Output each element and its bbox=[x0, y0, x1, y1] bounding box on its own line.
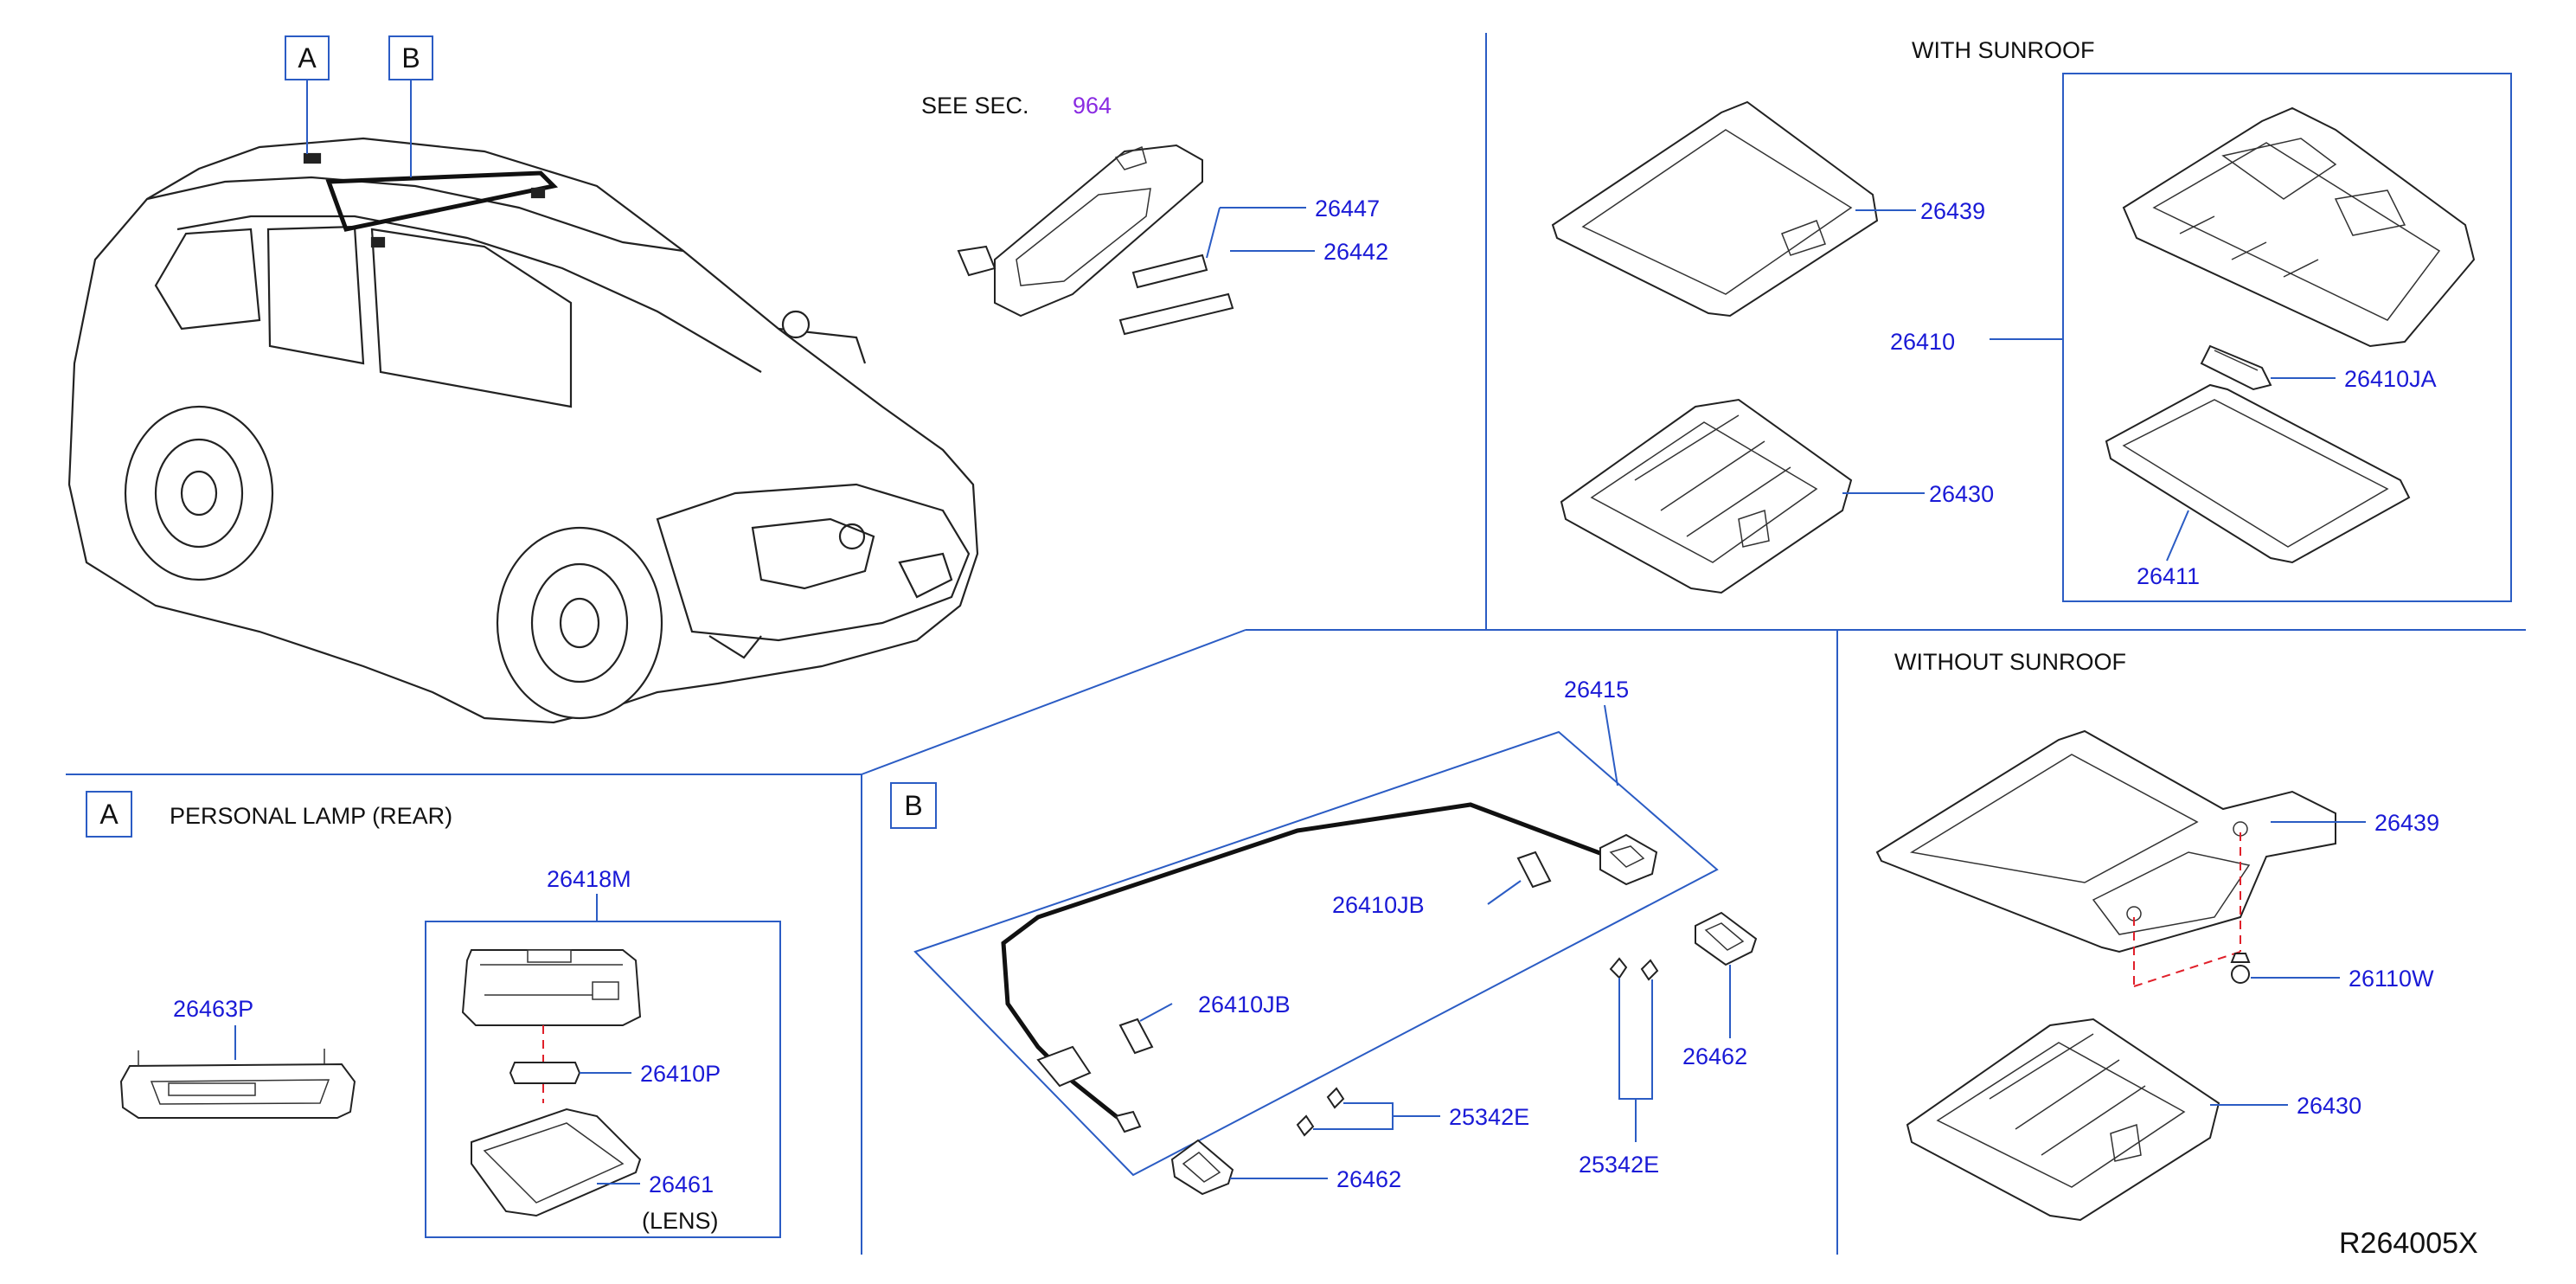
console-26430-bottom-drawing bbox=[1906, 1018, 2220, 1222]
frame-26439-bottom-drawing bbox=[1875, 729, 2336, 953]
harness-26415-drawing bbox=[1001, 802, 1658, 1133]
part-26410[interactable]: 26410 bbox=[1890, 329, 1955, 355]
see-sec-number[interactable]: 964 bbox=[1073, 93, 1112, 119]
part-26447[interactable]: 26447 bbox=[1315, 196, 1380, 221]
part-26430-top[interactable]: 26430 bbox=[1929, 481, 1994, 507]
detail-tag-b-panel-text: B bbox=[904, 790, 922, 821]
vehicle-illustration bbox=[67, 137, 979, 724]
with-sunroof-heading: WITH SUNROOF bbox=[1912, 37, 2094, 63]
see-sec-prefix: SEE SEC. bbox=[921, 93, 1029, 119]
part-25342E-right[interactable]: 25342E bbox=[1579, 1152, 1659, 1178]
part-26411[interactable]: 26411 bbox=[2137, 563, 2200, 589]
panel-dividers bbox=[66, 33, 2526, 1255]
detail-tag-a-top-text: A bbox=[298, 42, 317, 74]
lens-26411-drawing bbox=[2105, 383, 2411, 564]
clips-25342E-right-drawing bbox=[1609, 957, 1659, 981]
sun-visor-drawing bbox=[957, 144, 1234, 336]
part-26410JA[interactable]: 26410JA bbox=[2344, 366, 2437, 392]
frame-26439-top-drawing bbox=[1551, 100, 1879, 318]
lens-note: (LENS) bbox=[642, 1208, 719, 1234]
lens-26461-drawing bbox=[471, 1107, 642, 1217]
part-26439-top[interactable]: 26439 bbox=[1920, 198, 1985, 224]
console-26430-top-drawing bbox=[1560, 398, 1853, 594]
part-26430-bottom[interactable]: 26430 bbox=[2297, 1093, 2361, 1119]
clips-25342E-mid-drawing bbox=[1296, 1087, 1345, 1137]
bulb-26410JA-drawing bbox=[2200, 344, 2272, 391]
part-26461[interactable]: 26461 bbox=[649, 1172, 714, 1197]
detail-tag-a-top: A bbox=[285, 35, 330, 154]
alignment-dashes bbox=[2133, 832, 2241, 987]
part-26410JB-upper[interactable]: 26410JB bbox=[1332, 892, 1425, 918]
part-26110W[interactable]: 26110W bbox=[2349, 966, 2434, 992]
part-26442[interactable]: 26442 bbox=[1323, 239, 1388, 265]
part-26463P[interactable]: 26463P bbox=[173, 996, 253, 1022]
lamp-26462-bottom-drawing bbox=[1170, 1139, 1234, 1196]
part-26415[interactable]: 26415 bbox=[1564, 677, 1629, 703]
detail-tag-b-top: B bbox=[388, 35, 433, 177]
bulb-26410JB-upper-drawing bbox=[1516, 851, 1552, 889]
bulb-26410JB-lower-drawing bbox=[1118, 1018, 1154, 1055]
detail-tag-a-panel bbox=[86, 791, 132, 838]
part-26439-bottom[interactable]: 26439 bbox=[2374, 810, 2439, 836]
harness-group-box bbox=[913, 730, 1719, 1177]
bulb-26410P-drawing bbox=[509, 1062, 581, 1084]
clip-26110W-drawing bbox=[2230, 953, 2251, 984]
lamp-26463P-drawing bbox=[119, 1049, 356, 1119]
part-26462-bottom[interactable]: 26462 bbox=[1336, 1166, 1401, 1192]
part-26418M[interactable]: 26418M bbox=[547, 866, 631, 892]
part-26410P[interactable]: 26410P bbox=[640, 1061, 721, 1087]
detail-tag-a-panel-text: A bbox=[99, 799, 119, 830]
part-26410JB-lower[interactable]: 26410JB bbox=[1198, 992, 1291, 1018]
sunroof-console-group-box bbox=[2062, 73, 2512, 602]
detail-tag-b-top-text: B bbox=[401, 42, 420, 74]
part-25342E-mid[interactable]: 25342E bbox=[1449, 1104, 1529, 1130]
detail-tag-b-panel bbox=[890, 782, 937, 829]
without-sunroof-heading: WITHOUT SUNROOF bbox=[1894, 649, 2126, 675]
console-sunroof-drawing bbox=[2122, 106, 2476, 348]
reference-code: R264005X bbox=[2339, 1227, 2478, 1260]
personal-lamp-heading: PERSONAL LAMP (REAR) bbox=[170, 803, 452, 829]
lamp-26462-right-drawing bbox=[1695, 911, 1758, 966]
lamp-housing-26418M-drawing bbox=[461, 949, 642, 1026]
part-26462-right[interactable]: 26462 bbox=[1682, 1043, 1747, 1069]
lamp-assembly-group-box bbox=[425, 921, 781, 1238]
